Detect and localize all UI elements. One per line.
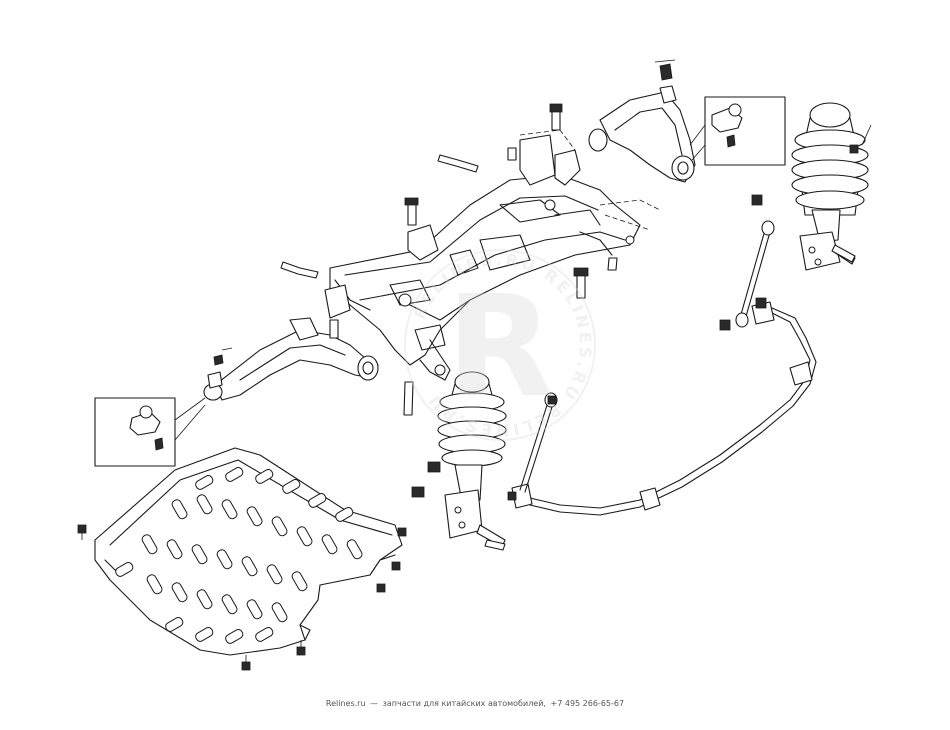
skid-plate[interactable] bbox=[94, 447, 403, 656]
footer-dash: — bbox=[370, 699, 379, 708]
footer-description: запчасти для китайских автомобилей, bbox=[382, 699, 546, 708]
left-control-arm[interactable] bbox=[203, 317, 379, 401]
left-ball-joint-inset bbox=[94, 397, 206, 467]
right-strut-assembly[interactable] bbox=[791, 102, 869, 271]
stabilizer-bar[interactable] bbox=[511, 220, 817, 516]
footer-phone[interactable]: +7 495 266-65-67 bbox=[550, 699, 625, 708]
fasteners bbox=[77, 103, 872, 671]
subframe[interactable] bbox=[324, 129, 661, 381]
watermark-logo: R bbox=[446, 266, 554, 429]
right-control-arm[interactable] bbox=[588, 59, 696, 183]
left-strut-assembly[interactable] bbox=[437, 371, 507, 548]
right-ball-joint-inset bbox=[689, 96, 786, 166]
footer: Relines.ru — запчасти для китайских авто… bbox=[0, 699, 950, 708]
footer-site-link[interactable]: Relines.ru bbox=[325, 699, 366, 708]
